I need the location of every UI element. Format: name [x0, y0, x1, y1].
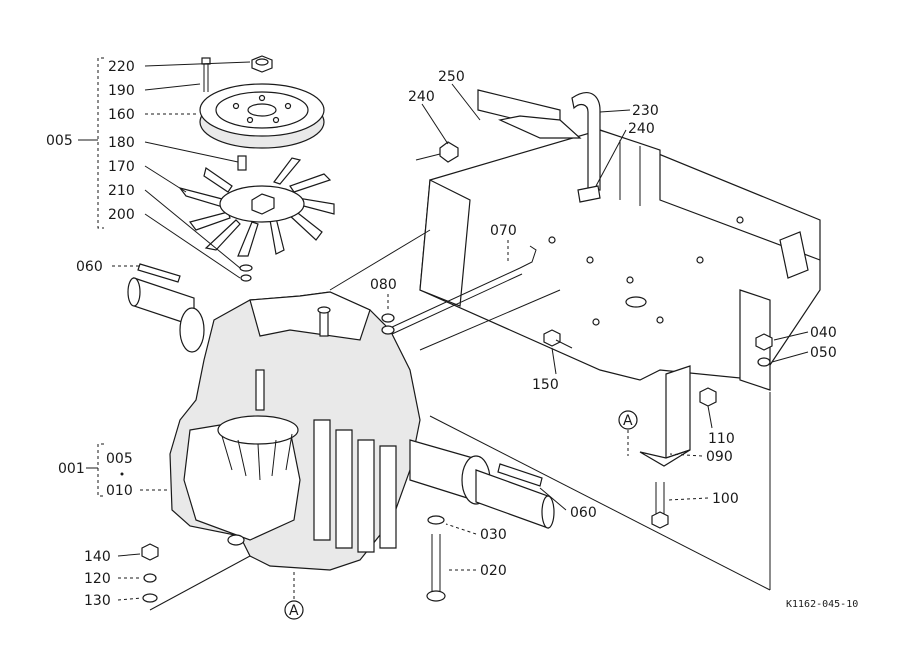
- bolt-assembly-020: [426, 515, 446, 602]
- callout-250: 250: [438, 69, 465, 85]
- drawing-code: K1162-045-10: [786, 599, 858, 610]
- leader-lines: [112, 61, 809, 611]
- pulley-part: [199, 83, 325, 149]
- callout-070: 070: [490, 223, 517, 239]
- nut-080: [381, 313, 395, 323]
- group-005-bracket: [78, 57, 104, 229]
- callout-090: 090: [706, 449, 733, 465]
- callout-005-sub: 005: [106, 451, 133, 467]
- callout-150: 150: [532, 377, 559, 393]
- callout-170: 170: [108, 159, 135, 175]
- reference-a-top-label: A: [623, 413, 633, 429]
- clamp-and-hose: [415, 89, 601, 203]
- callout-140: 140: [84, 549, 111, 565]
- callout-010: 010: [106, 483, 133, 499]
- callout-080: 080: [370, 277, 397, 293]
- callout-005-group: 005: [46, 133, 73, 149]
- callout-160: 160: [108, 107, 135, 123]
- callout-001: 001: [58, 461, 85, 477]
- bolt-150: [543, 329, 573, 349]
- callout-200: 200: [108, 207, 135, 223]
- callout-240-left: 240: [408, 89, 435, 105]
- callout-030: 030: [480, 527, 507, 543]
- callout-180: 180: [108, 135, 135, 151]
- callout-labels: 220 190 160 005 180 170 210 200 060 080 …: [46, 59, 837, 609]
- axle-right: [409, 439, 555, 529]
- callout-100: 100: [712, 491, 739, 507]
- transmission-housing: [169, 291, 421, 571]
- axle-left: [127, 263, 205, 353]
- callout-050: 050: [810, 345, 837, 361]
- fan-part: [178, 157, 335, 257]
- reference-marker-a-top: A: [618, 410, 638, 430]
- bracket-090: [639, 365, 717, 529]
- fastener-stack: [141, 543, 159, 603]
- nut-040-050: [755, 333, 773, 367]
- callout-130: 130: [84, 593, 111, 609]
- callout-220: 220: [108, 59, 135, 75]
- callout-120: 120: [84, 571, 111, 587]
- callout-040: 040: [810, 325, 837, 341]
- callout-060-left: 060: [76, 259, 103, 275]
- key-part: [237, 155, 247, 171]
- washer-stack: [239, 264, 253, 282]
- callout-210: 210: [108, 183, 135, 199]
- reference-a-bottom-label: A: [289, 603, 299, 619]
- reference-marker-a-bottom: A: [284, 600, 304, 620]
- callout-060-right: 060: [570, 505, 597, 521]
- rod-part: [381, 245, 537, 335]
- group-001-bracket: [86, 443, 124, 497]
- callout-190: 190: [108, 83, 135, 99]
- nut-part: [251, 55, 273, 73]
- callout-110: 110: [708, 431, 735, 447]
- callout-230: 230: [632, 103, 659, 119]
- callout-240-right: 240: [628, 121, 655, 137]
- callout-020: 020: [480, 563, 507, 579]
- frame-part: [419, 129, 821, 391]
